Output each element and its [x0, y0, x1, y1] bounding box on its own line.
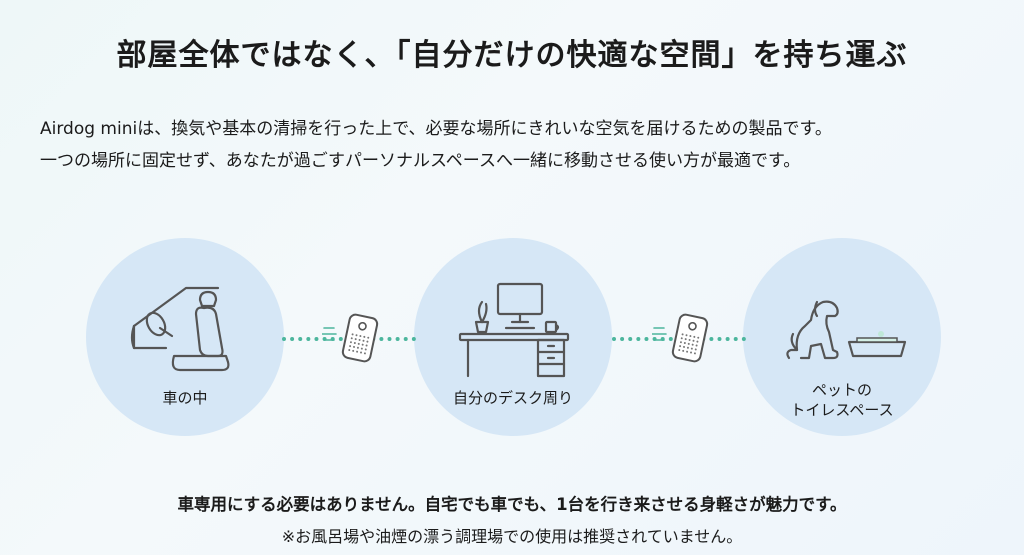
scene-pet-label-line1: ペットの: [811, 381, 872, 399]
footer-highlight: 車専用にする必要はありません。自宅でも車でも、1台を行き来させる身軽さが魅力です…: [177, 495, 847, 514]
scene-desk-label: 自分のデスク周り: [452, 389, 573, 407]
scene-pet: ペットの トイレスペース: [743, 238, 941, 436]
description-line-1: Airdog miniは、換気や基本の清掃を行った上で、必要な場所にきれいな空気…: [40, 119, 832, 139]
pet-tray-icon: [847, 331, 907, 358]
scene-pet-label: ペットの トイレスペース: [743, 380, 941, 420]
desk-icon: [458, 282, 570, 378]
description-line-2: 一つの場所に固定せず、あなたが過ごすパーソナルスペースへ一緒に移動させる使い方が…: [40, 151, 801, 171]
scene-desk: 自分のデスク周り: [414, 238, 612, 436]
scene-car: 車の中: [86, 238, 284, 436]
air-purifier-icon: [322, 313, 379, 363]
scene-pet-label-line2: トイレスペース: [790, 401, 894, 419]
footer-note: ※お風呂場や油煙の漂う調理場での使用は推奨されていません。: [281, 527, 743, 546]
dog-icon: [786, 300, 907, 360]
air-purifier-icon: [652, 313, 709, 363]
usage-scenes: 車の中: [0, 230, 1024, 460]
page-headline: 部屋全体ではなく、「自分だけの快適な空間」を持ち運ぶ: [116, 38, 908, 73]
car-seat-icon: [130, 286, 230, 372]
scene-car-label: 車の中: [162, 389, 208, 407]
